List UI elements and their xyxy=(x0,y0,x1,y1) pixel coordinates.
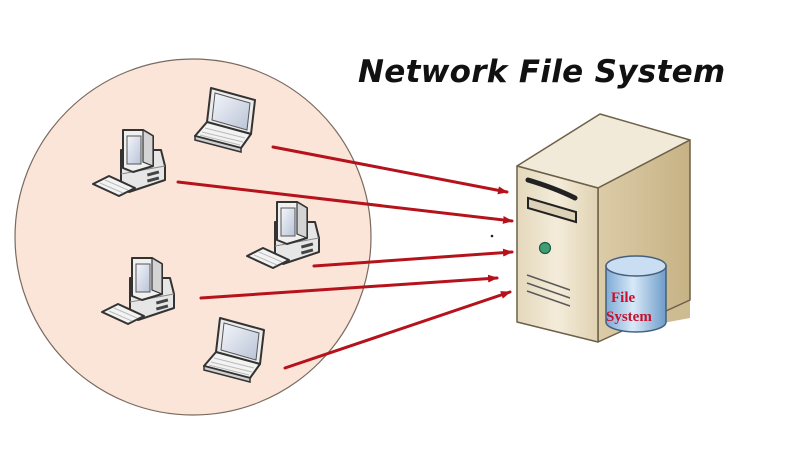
storage-label-line2: System xyxy=(606,309,652,325)
connection-arrow xyxy=(271,145,509,195)
storage-label-line1: File xyxy=(611,290,635,306)
connection-arrow xyxy=(283,290,512,370)
connection-arrow xyxy=(176,180,514,224)
diagram-title: Network File System xyxy=(358,54,726,90)
connection-arrow xyxy=(199,274,499,300)
connection-arrow xyxy=(312,248,514,268)
file-system-storage-icon: File System xyxy=(605,255,667,333)
